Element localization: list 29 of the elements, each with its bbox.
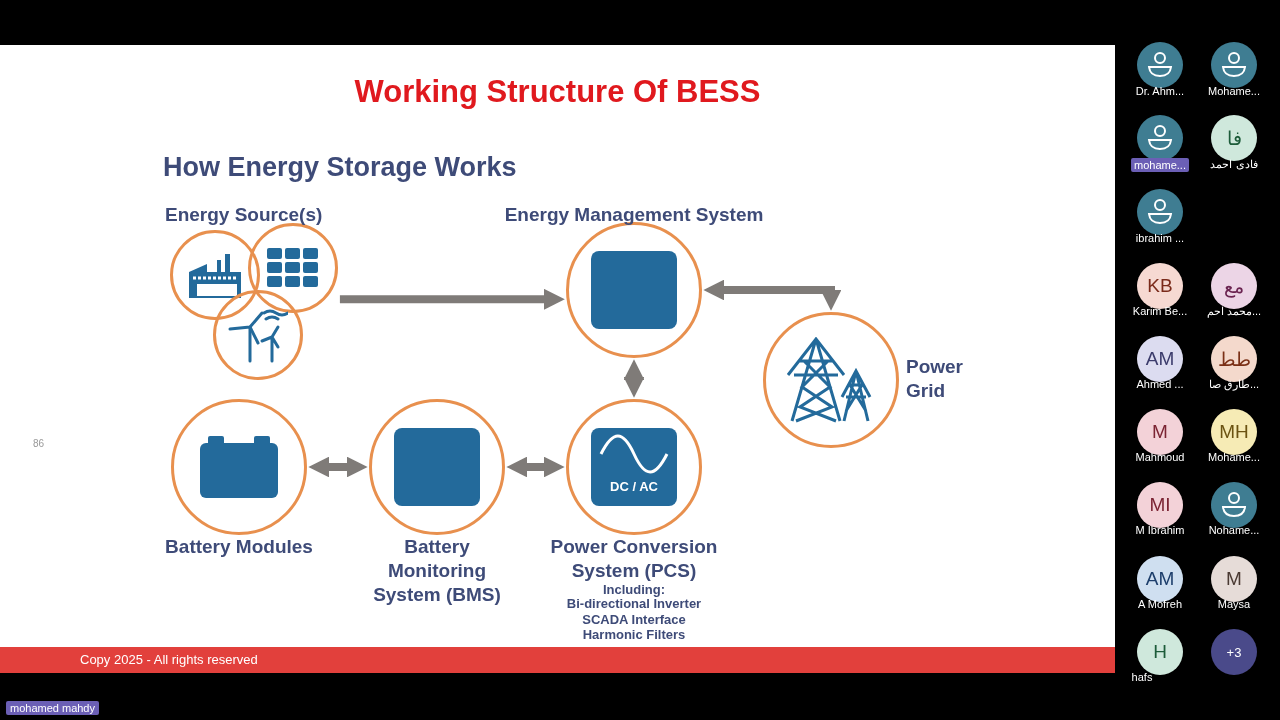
subtitle: How Energy Storage Works bbox=[163, 152, 517, 183]
double-arrow bbox=[506, 456, 565, 478]
speaker-name-tag: mohamed mahdy bbox=[6, 701, 99, 715]
component-detail: SCADA Interface bbox=[581, 612, 687, 627]
participant-name: ibrahim ... bbox=[1135, 232, 1185, 244]
group-heading: Energy Source(s) bbox=[165, 204, 323, 226]
participant-name: Nohame... bbox=[1208, 524, 1260, 536]
component-label: Battery Monitoring System (BMS) bbox=[372, 535, 502, 607]
slide-title: Working Structure Of BESS bbox=[353, 74, 762, 110]
participant-avatar: +3 bbox=[1211, 629, 1257, 675]
component-label: Power Conversion System (PCS) bbox=[549, 535, 719, 583]
component-label: Power Grid bbox=[906, 355, 965, 403]
participant-avatar: فا bbox=[1211, 115, 1257, 161]
page-number: 86 bbox=[33, 438, 45, 449]
component-label: Battery Modules bbox=[164, 535, 314, 559]
component-detail: Including: bbox=[601, 582, 667, 597]
component-detail: Bi-directional Inverter bbox=[565, 596, 703, 611]
participant-name: mohame... bbox=[1131, 158, 1189, 172]
component-detail: Harmonic Filters bbox=[581, 627, 687, 642]
double-arrow bbox=[623, 359, 645, 398]
participant-name: Mohame... bbox=[1208, 85, 1260, 97]
component-label: Energy Management System bbox=[503, 203, 765, 227]
participant-name: Dr. Ahm... bbox=[1135, 85, 1185, 97]
footer-text: Copy 2025 - All rights reserved bbox=[80, 652, 258, 667]
double-arrow bbox=[308, 456, 368, 478]
participant-name: فادى احمد bbox=[1210, 158, 1258, 171]
double-arrow bbox=[703, 279, 842, 311]
participant-avatar: مع bbox=[1211, 263, 1257, 309]
icon-label: DC / AC bbox=[609, 479, 659, 494]
